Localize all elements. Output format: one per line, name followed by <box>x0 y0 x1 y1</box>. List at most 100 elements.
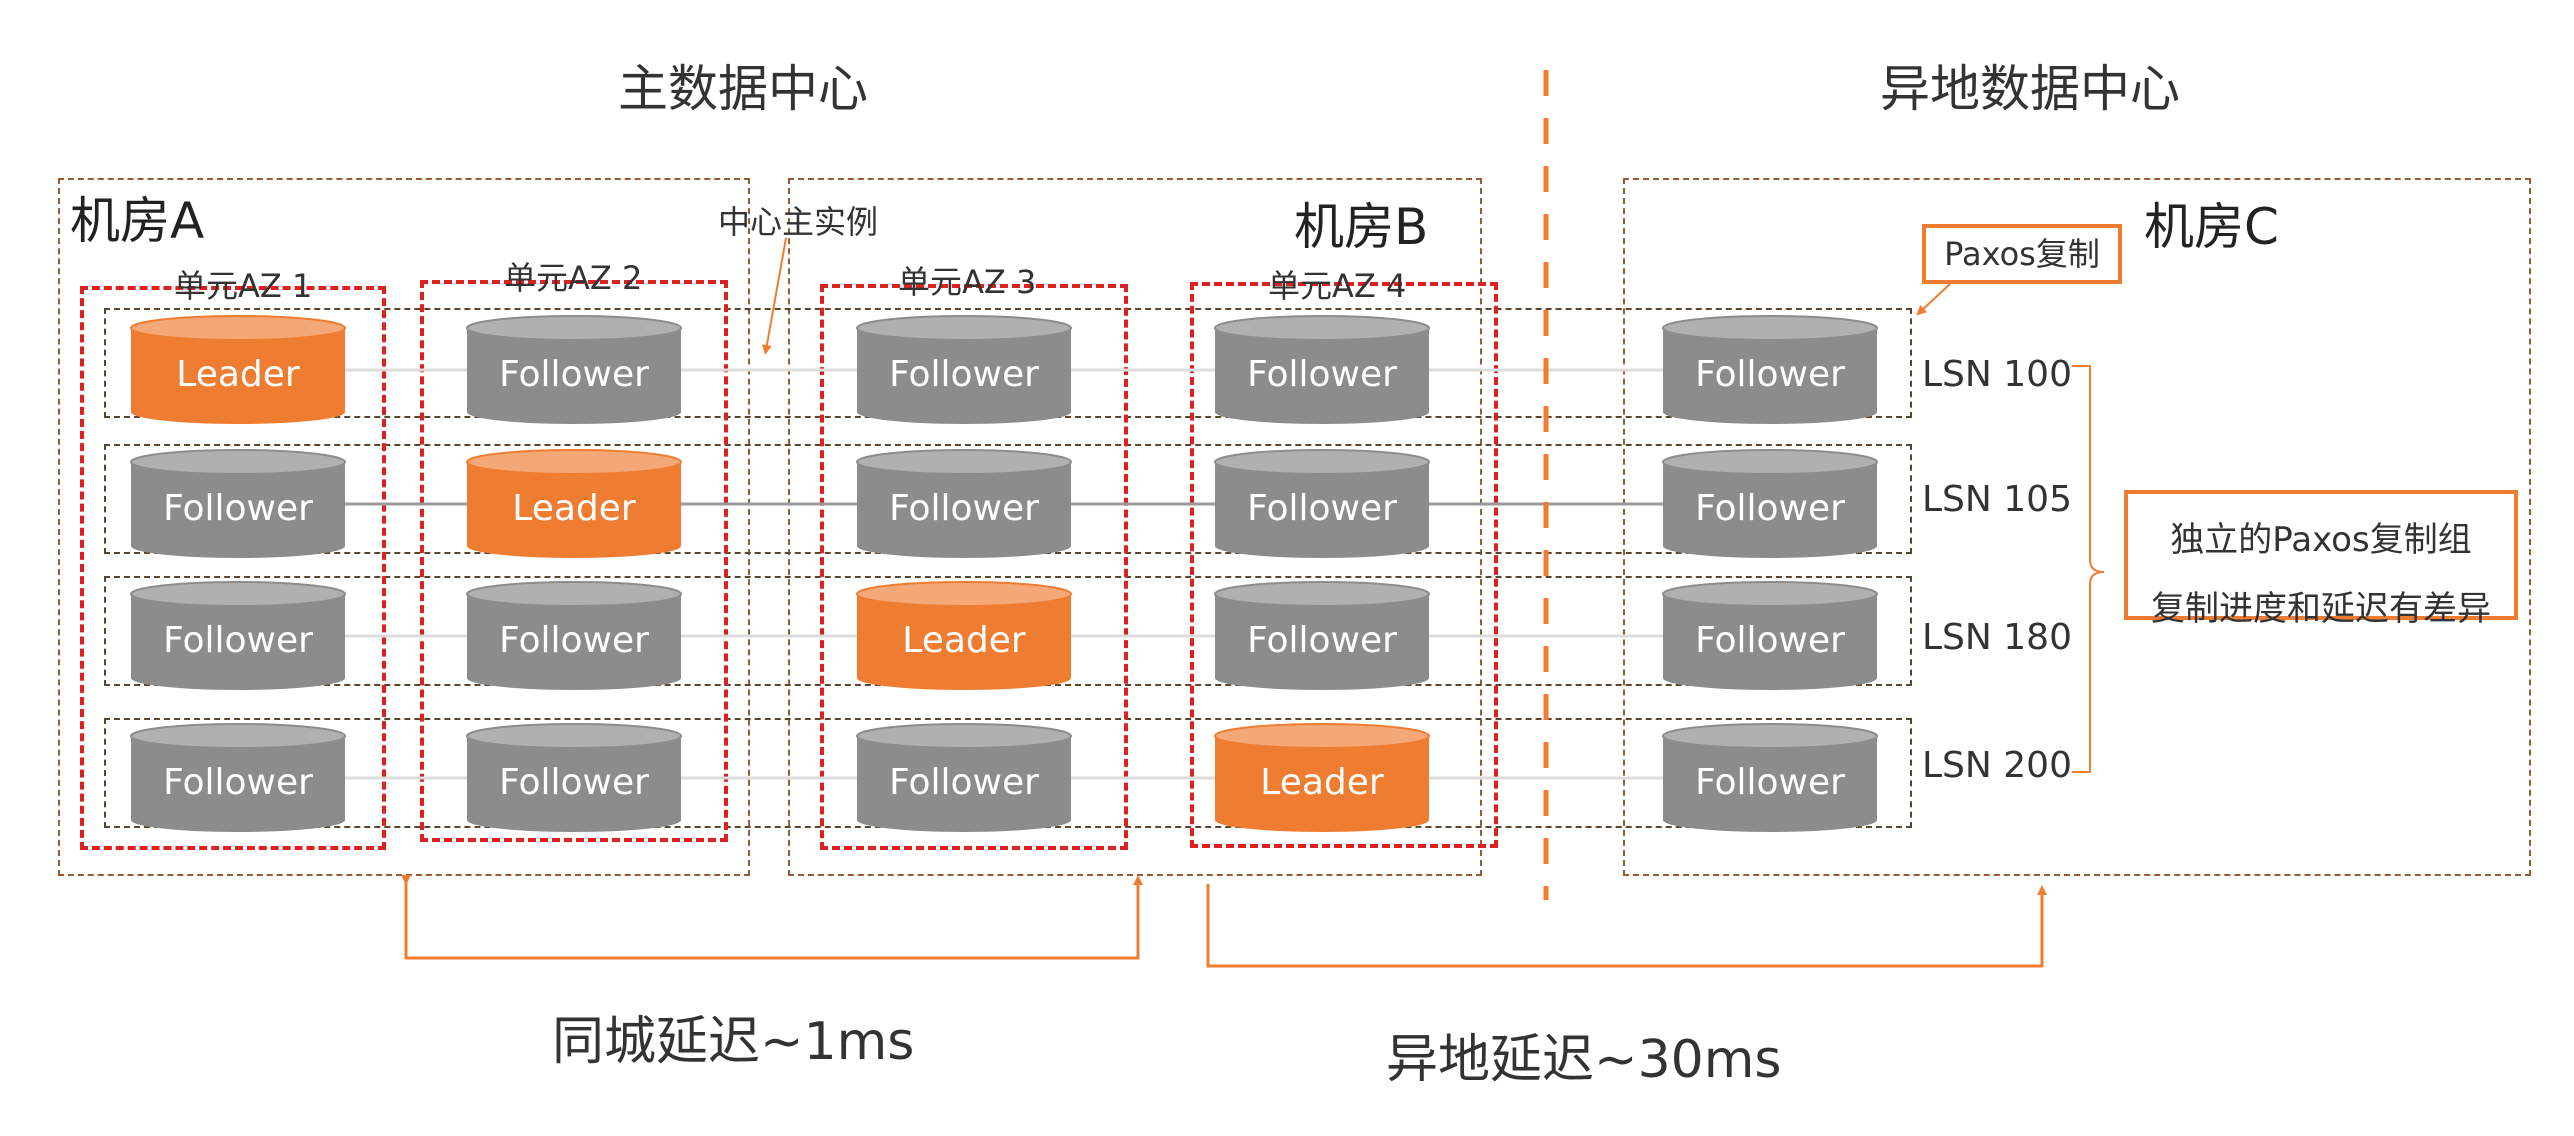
cylinder-body <box>1663 462 1877 558</box>
cylinder-top <box>856 449 1072 475</box>
primary-dc-title: 主数据中心 <box>618 60 868 118</box>
room-b-title: 机房B <box>1294 198 1429 256</box>
follower-node-r4-c2: Follower <box>466 723 682 832</box>
same-city-latency-label: 同城延迟~1ms <box>552 1012 915 1072</box>
cylinder-body <box>857 736 1071 832</box>
remote-latency-label: 异地延迟~30ms <box>1386 1030 1782 1090</box>
node-label: Follower <box>499 762 649 803</box>
center-primary-label: 中心主实例 <box>718 203 879 241</box>
cylinder-top <box>1662 449 1878 475</box>
az-2-box <box>420 280 728 842</box>
follower-node-r2-c5: Follower <box>1662 449 1878 558</box>
cylinder-top <box>1214 315 1430 341</box>
leader-node-r3-c3: Leader <box>856 581 1072 690</box>
cylinder-body <box>1215 328 1429 424</box>
cylinder-body <box>1663 736 1877 832</box>
follower-node-r4-c1: Follower <box>130 723 346 832</box>
node-label: Follower <box>1695 488 1845 529</box>
cylinder-body <box>131 736 345 832</box>
node-label: Follower <box>499 620 649 661</box>
node-label: Follower <box>163 762 313 803</box>
cylinder-body <box>467 594 681 690</box>
cylinder-top <box>1214 723 1430 749</box>
az-2-label: 单元AZ 2 <box>504 259 643 297</box>
node-label: Follower <box>1247 488 1397 529</box>
cylinder-top <box>856 581 1072 607</box>
cylinder-body <box>131 328 345 424</box>
room-c-title: 机房C <box>2144 198 2279 256</box>
paxos-replication-label: Paxos复制 <box>1944 235 2100 273</box>
lsn-row-3: LSN 180 <box>1922 617 2072 658</box>
follower-node-r2-c3: Follower <box>856 449 1072 558</box>
cylinder-body <box>1215 736 1429 832</box>
node-label: Follower <box>499 354 649 395</box>
node-label: Follower <box>1247 354 1397 395</box>
cylinder-top <box>856 723 1072 749</box>
follower-node-r2-c1: Follower <box>130 449 346 558</box>
cylinder-body <box>131 594 345 690</box>
az-1-label: 单元AZ 1 <box>174 267 313 305</box>
follower-node-r1-c3: Follower <box>856 315 1072 424</box>
note-line-2: 复制进度和延迟有差异 <box>2151 589 2491 629</box>
cylinder-body <box>857 328 1071 424</box>
room-a-title: 机房A <box>70 192 205 250</box>
node-label: Follower <box>889 762 1039 803</box>
node-label: Leader <box>902 620 1026 661</box>
cylinder-top <box>466 581 682 607</box>
cylinder-top <box>466 449 682 475</box>
node-label: Follower <box>889 354 1039 395</box>
cylinder-top <box>130 315 346 341</box>
lsn-brace <box>2072 365 2105 773</box>
cylinder-body <box>1663 594 1877 690</box>
remote-latency-arrow <box>1206 884 2047 968</box>
cylinder-top <box>130 449 346 475</box>
cylinder-top <box>1214 581 1430 607</box>
cylinder-top <box>130 723 346 749</box>
lsn-row-4: LSN 200 <box>1922 745 2072 786</box>
cylinder-top <box>130 581 346 607</box>
follower-node-r3-c5: Follower <box>1662 581 1878 690</box>
leader-node-r1-c1: Leader <box>130 315 346 424</box>
node-label: Leader <box>512 488 636 529</box>
follower-node-r3-c1: Follower <box>130 581 346 690</box>
cylinder-top <box>466 723 682 749</box>
node-label: Follower <box>1695 354 1845 395</box>
note-line-1: 独立的Paxos复制组 <box>2170 520 2472 560</box>
follower-node-r4-c3: Follower <box>856 723 1072 832</box>
cylinder-top <box>1662 723 1878 749</box>
node-label: Follower <box>1247 620 1397 661</box>
cylinder-body <box>467 328 681 424</box>
az-3-label: 单元AZ 3 <box>898 263 1037 301</box>
lsn-row-2: LSN 105 <box>1922 479 2072 520</box>
lsn-row-1: LSN 100 <box>1922 354 2072 395</box>
az-4-box <box>1190 282 1498 848</box>
follower-node-r1-c5: Follower <box>1662 315 1878 424</box>
node-label: Follower <box>163 488 313 529</box>
cylinder-body <box>1663 328 1877 424</box>
node-label: Follower <box>1695 620 1845 661</box>
cylinder-body <box>467 736 681 832</box>
node-label: Follower <box>889 488 1039 529</box>
cylinder-top <box>1662 581 1878 607</box>
az-3-box <box>820 284 1128 850</box>
follower-node-r1-c2: Follower <box>466 315 682 424</box>
follower-node-r3-c2: Follower <box>466 581 682 690</box>
az-4-label: 单元AZ 4 <box>1268 267 1407 305</box>
follower-node-r2-c4: Follower <box>1214 449 1430 558</box>
node-label: Leader <box>1260 762 1384 803</box>
az-1-box <box>80 286 386 850</box>
cylinder-body <box>857 462 1071 558</box>
cylinder-top <box>1662 315 1878 341</box>
room-c-box <box>1623 178 2531 876</box>
cylinder-body <box>467 462 681 558</box>
cylinder-body <box>857 594 1071 690</box>
leader-node-r4-c4: Leader <box>1214 723 1430 832</box>
paxos-pointer <box>1916 283 1951 316</box>
cylinder-top <box>466 315 682 341</box>
node-label: Leader <box>176 354 300 395</box>
cylinder-top <box>1214 449 1430 475</box>
leader-node-r2-c2: Leader <box>466 449 682 558</box>
cylinder-body <box>131 462 345 558</box>
